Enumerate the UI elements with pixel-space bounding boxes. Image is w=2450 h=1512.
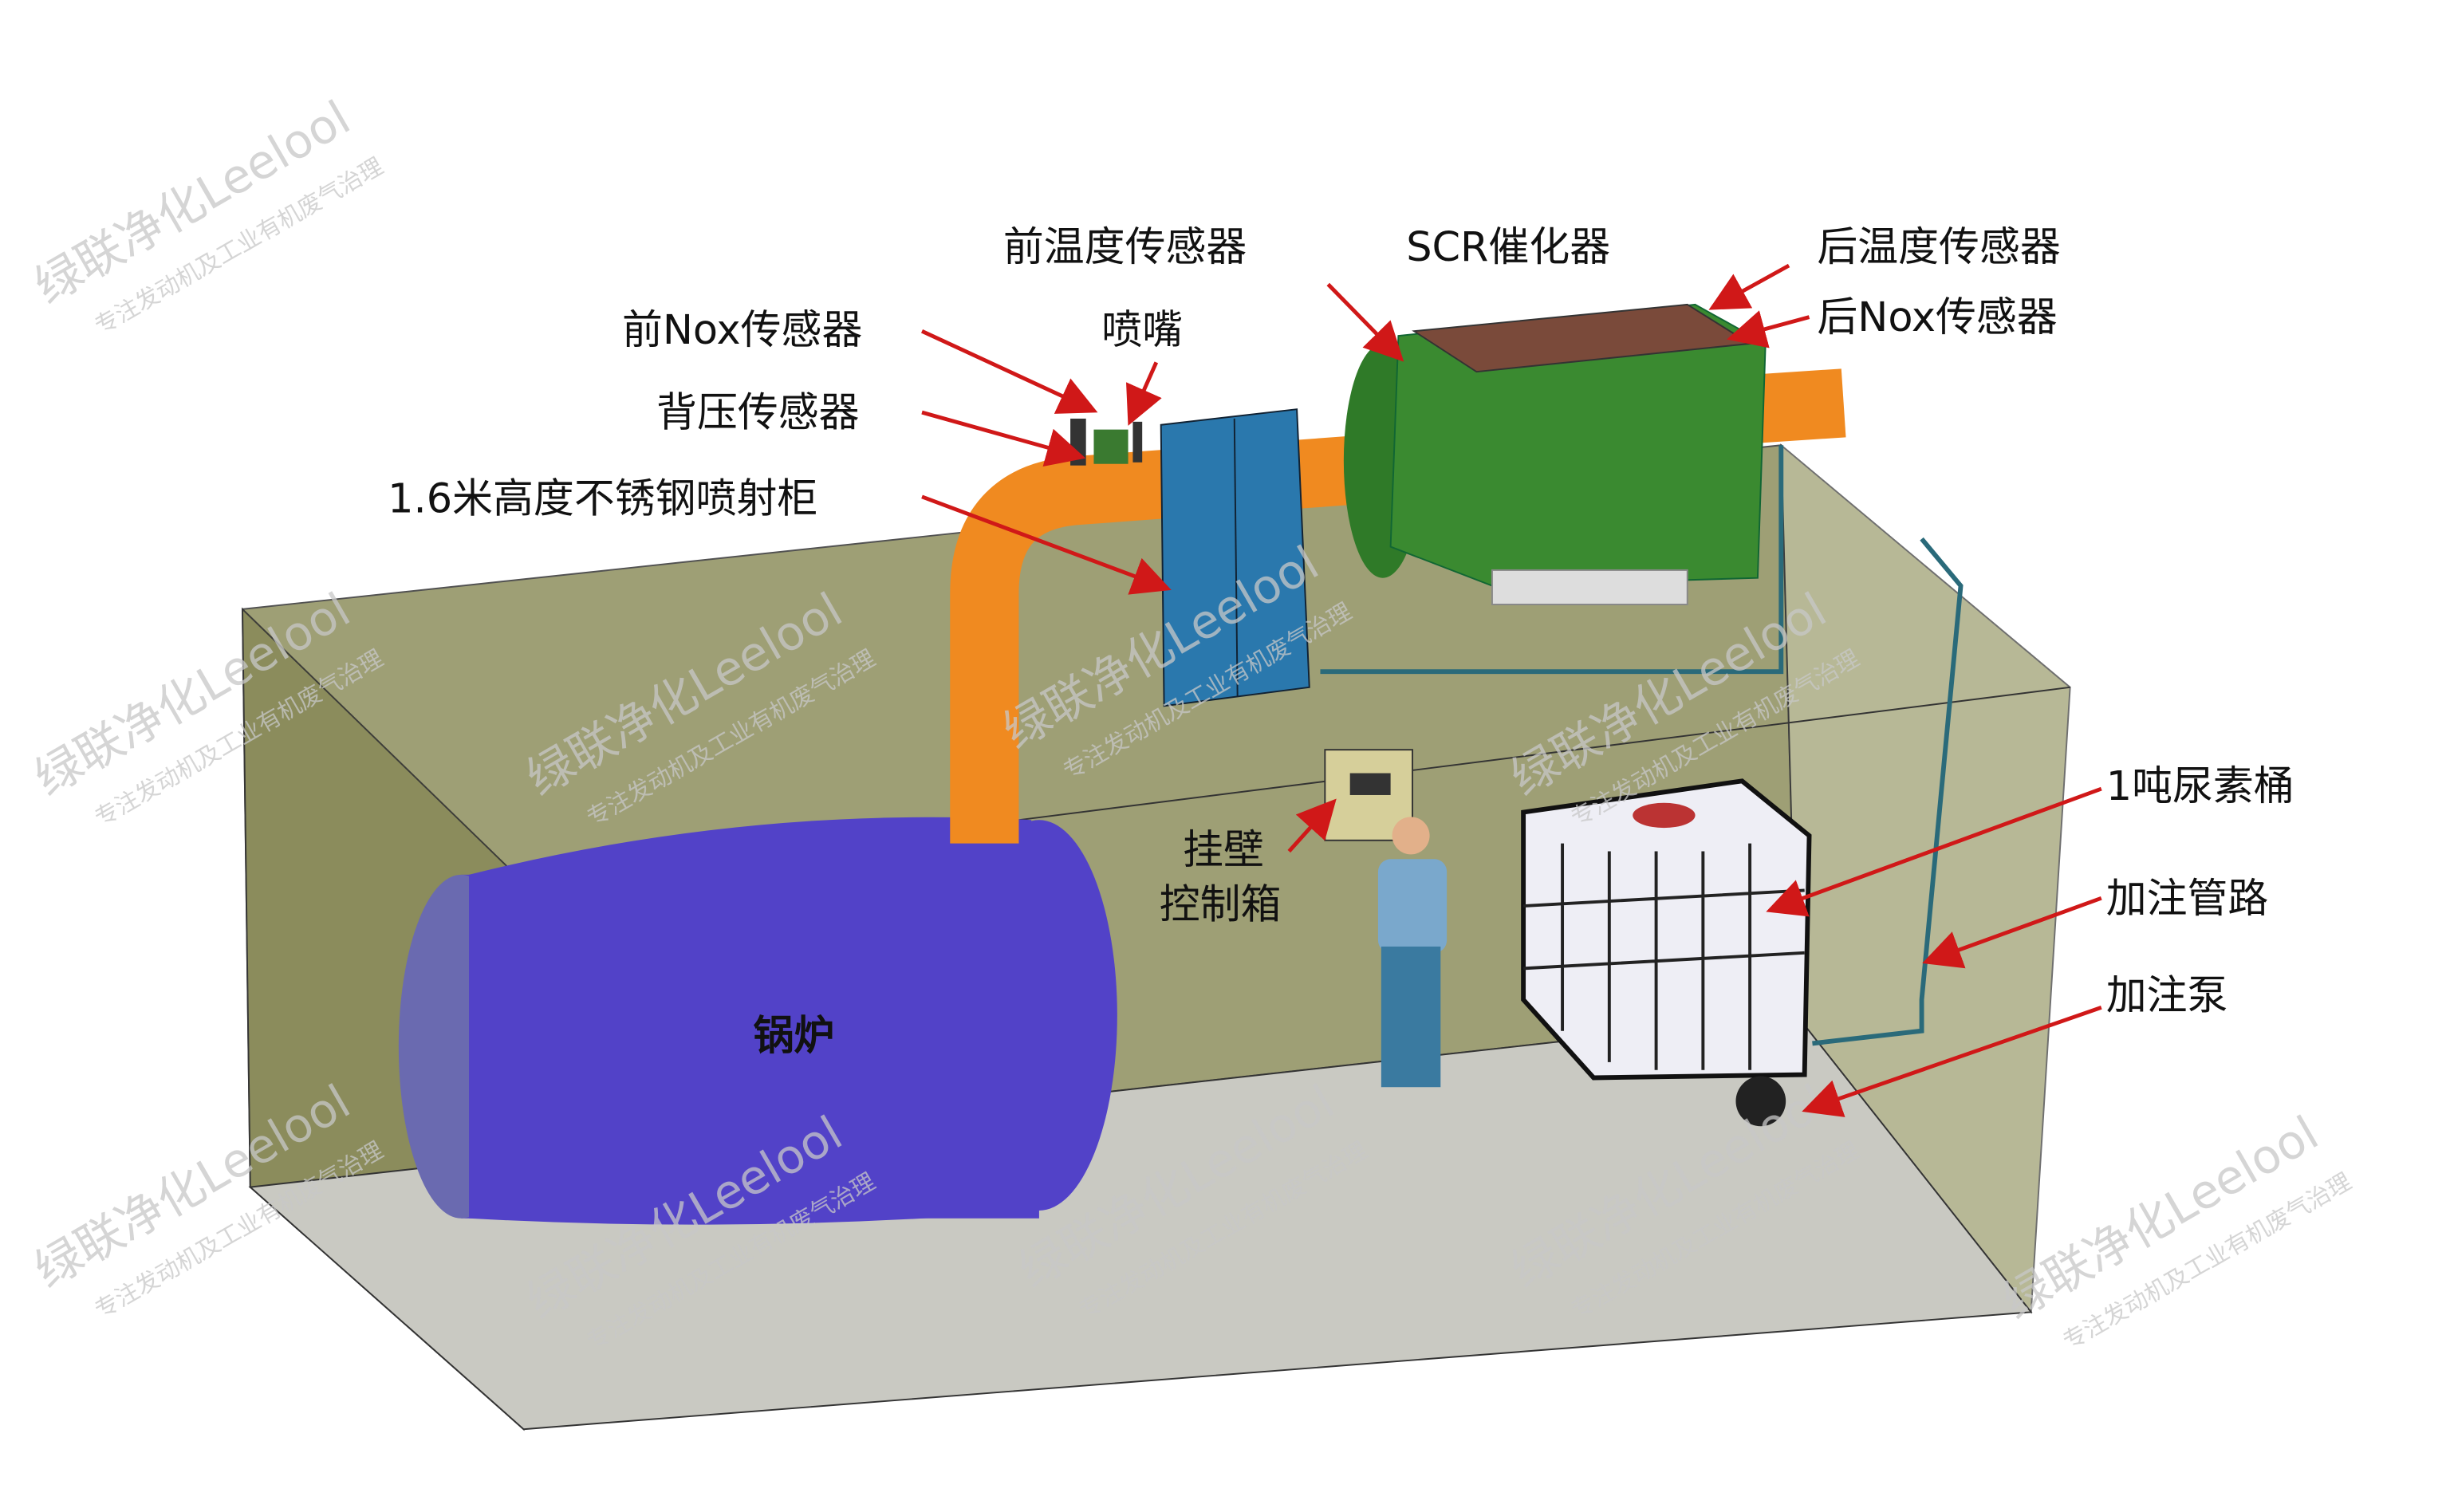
label-rear-nox-sensor: 后Nox传感器: [1817, 294, 2057, 341]
exhaust-pipe: [950, 368, 1846, 844]
label-filling-pump: 加注泵: [2106, 972, 2228, 1019]
label-injection-cabinet: 1.6米高度不锈钢喷射柜: [388, 475, 817, 522]
label-front-temp-sensor: 前温度传感器: [1003, 224, 1247, 271]
injection-cabinet: [1160, 408, 1310, 707]
boiler: [398, 817, 1117, 1225]
label-back-pressure-sensor: 背压传感器: [656, 390, 860, 437]
label-urea-tank: 1吨尿素桶: [2106, 763, 2294, 810]
person: [1377, 817, 1448, 1088]
label-front-nox-sensor: 前Nox传感器: [622, 307, 862, 354]
label-nozzle: 喷嘴: [1101, 307, 1183, 354]
label-scr-catalyst: SCR催化器: [1406, 224, 1610, 271]
filling-pump: [1735, 1076, 1786, 1127]
label-wall-control-box-1: 挂壁: [1183, 827, 1264, 874]
label-rear-temp-sensor: 后温度传感器: [1817, 224, 2060, 271]
filling-pipeline: [1320, 445, 1964, 1046]
boiler-label: 锅炉: [753, 1013, 834, 1060]
callout-labels: 锅炉 前温度传感器 SCR催化器 后温度传感器 前Nox传感器 喷嘴 后Nox传…: [388, 224, 2294, 1060]
urea-tank: [1521, 778, 1812, 1081]
scr-catalyst: [1343, 303, 1767, 605]
label-wall-control-box-2: 控制箱: [1160, 882, 1282, 929]
callout-arrows: [920, 263, 2102, 1117]
label-filling-pipeline: 加注管路: [2106, 876, 2269, 923]
